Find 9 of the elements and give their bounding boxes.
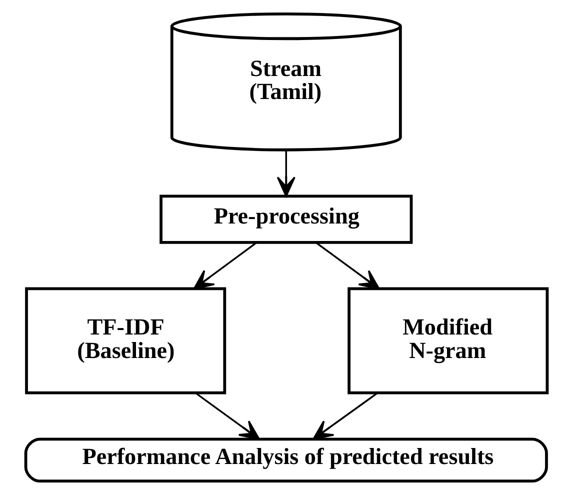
arrow bbox=[194, 392, 260, 440]
arrow bbox=[276, 150, 295, 197]
arrow bbox=[312, 392, 378, 440]
node-box: Performance Analysis of predicted results bbox=[24, 438, 548, 483]
node-box: Modified N-gram bbox=[347, 287, 548, 394]
node-box: TF-IDF (Baseline) bbox=[24, 287, 226, 394]
node-box: Pre-processing bbox=[159, 194, 412, 244]
arrow bbox=[192, 242, 257, 290]
arrow bbox=[314, 242, 380, 290]
